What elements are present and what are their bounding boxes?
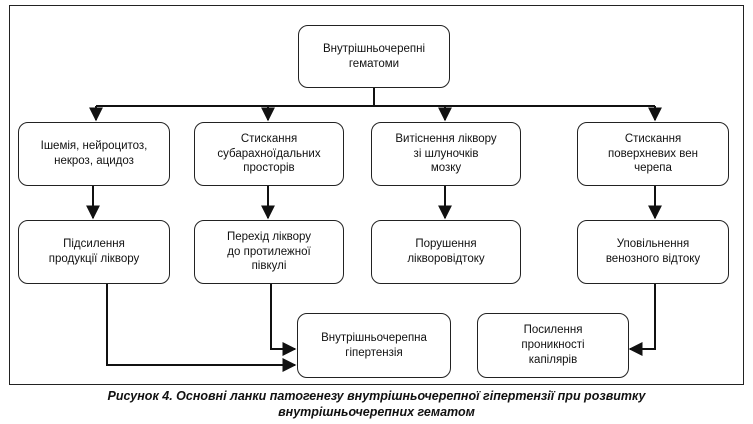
node-displacement-liquor: Витіснення ліквору зі шлуночків мозку [371, 122, 521, 186]
node-increased-production: Підсилення продукції ліквору [18, 220, 170, 284]
edge-transition-hypertension [270, 284, 297, 356]
node-compression-veins: Стискання поверхневих вен черепа [577, 122, 729, 186]
node-venous-slowdown: Уповільнення венозного відтоку [577, 220, 729, 284]
node-hypertension: Внутрішньочерепна гіпертензія [297, 313, 451, 378]
node-outflow-disorder: Порушення лікворовідтоку [371, 220, 521, 284]
figure-caption: Рисунок 4. Основні ланки патогенезу внут… [107, 389, 646, 419]
node-compression-subarachnoid: Стискання субарахноїдальних просторів [194, 122, 344, 186]
figure-frame [9, 5, 744, 385]
node-liquor-transition: Перехід ліквору до протилежної півкулі [194, 220, 344, 284]
edge-slowdown-capillary [628, 284, 656, 356]
edge-production-hypertension [106, 284, 297, 372]
node-ischemia: Ішемія, нейроцитоз, некроз, ацидоз [18, 122, 170, 186]
node-root: Внутрішньочерепні гематоми [298, 25, 450, 88]
node-capillary-permeability: Посилення проникності капілярів [477, 313, 629, 378]
